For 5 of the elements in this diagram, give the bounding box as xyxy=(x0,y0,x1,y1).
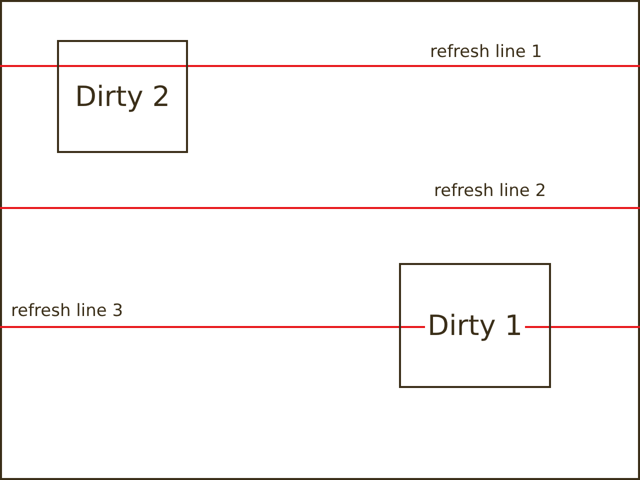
line-label: refresh line 2 xyxy=(434,181,546,201)
line-label: refresh line 1 xyxy=(430,42,542,62)
dirty-rectangle xyxy=(399,263,551,388)
line-label: refresh line 3 xyxy=(11,301,124,321)
dirty-rectangle xyxy=(57,40,188,153)
